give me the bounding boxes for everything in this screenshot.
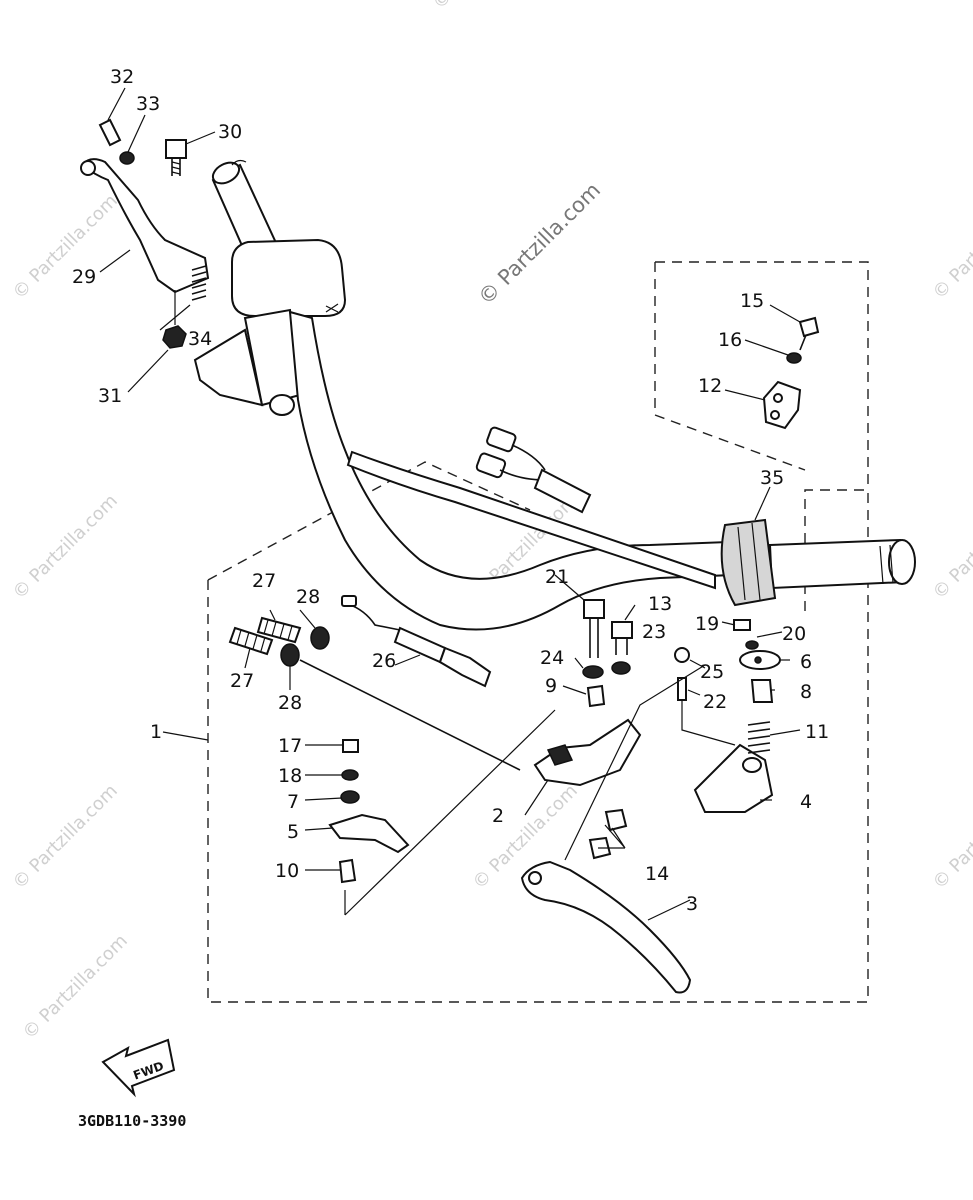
- label-6: 6: [800, 651, 812, 673]
- label-16: 16: [718, 329, 742, 351]
- label-26: 26: [372, 650, 396, 672]
- label-15: 15: [740, 290, 764, 312]
- label-28-top: 28: [296, 586, 320, 608]
- label-25: 25: [700, 661, 724, 683]
- label-5: 5: [287, 821, 299, 843]
- wiring-connectors: [475, 426, 592, 514]
- diagram-code: 3GDB110-3390: [78, 1112, 186, 1130]
- label-27-bottom: 27: [230, 670, 254, 692]
- label-35: 35: [760, 467, 784, 489]
- switch-clamp: [762, 316, 820, 430]
- faint-watermark: © Partzilla.com: [429, 0, 542, 14]
- leader-lines: [99, 87, 801, 921]
- label-22: 22: [703, 691, 727, 713]
- label-28-bottom: 28: [278, 692, 302, 714]
- background-watermarks: © Partzilla.com © Partzilla.com © Partzi…: [9, 0, 973, 1044]
- label-30: 30: [218, 121, 242, 143]
- label-34: 34: [188, 328, 212, 350]
- label-11: 11: [805, 721, 829, 743]
- label-17: 17: [278, 735, 302, 757]
- faint-watermark: © Partzilla.com: [929, 780, 973, 893]
- label-32: 32: [110, 66, 134, 88]
- label-7: 7: [287, 791, 299, 813]
- part-labels: 32 33 30 29 34 31 15 16 12 35 21 13 23 2…: [72, 66, 829, 915]
- label-10: 10: [275, 860, 299, 882]
- label-23: 23: [642, 621, 666, 643]
- label-18: 18: [278, 765, 302, 787]
- label-1: 1: [150, 721, 162, 743]
- label-27-top: 27: [252, 570, 276, 592]
- label-14: 14: [645, 863, 669, 885]
- faint-watermark: © Partzilla.com: [9, 780, 122, 893]
- label-4: 4: [800, 791, 812, 813]
- label-2: 2: [492, 805, 504, 827]
- right-switch-housing: [720, 518, 777, 607]
- group-outlines: [207, 261, 869, 1003]
- label-24: 24: [540, 647, 564, 669]
- label-21: 21: [545, 566, 569, 588]
- label-20: 20: [782, 623, 806, 645]
- label-33: 33: [136, 93, 160, 115]
- handlebar: [193, 159, 916, 631]
- label-9: 9: [545, 675, 557, 697]
- faint-watermark: © Partzilla.com: [929, 190, 973, 303]
- faint-watermark: © Partzilla.com: [19, 930, 132, 1043]
- label-29: 29: [72, 266, 96, 288]
- label-31: 31: [98, 385, 122, 407]
- faint-watermark: © Partzilla.com: [9, 490, 122, 603]
- label-12: 12: [698, 375, 722, 397]
- label-13: 13: [648, 593, 672, 615]
- fwd-arrow-badge: FWD: [101, 1038, 176, 1098]
- label-3: 3: [686, 893, 698, 915]
- lower-assembly-parts: [228, 595, 781, 994]
- label-8: 8: [800, 681, 812, 703]
- faint-watermark: © Partzilla.com: [9, 190, 122, 303]
- label-19: 19: [695, 613, 719, 635]
- faint-watermark: © Partzilla.com: [929, 490, 973, 603]
- left-lever-assembly: [80, 118, 210, 349]
- main-watermark: © Partzilla.com: [474, 178, 606, 310]
